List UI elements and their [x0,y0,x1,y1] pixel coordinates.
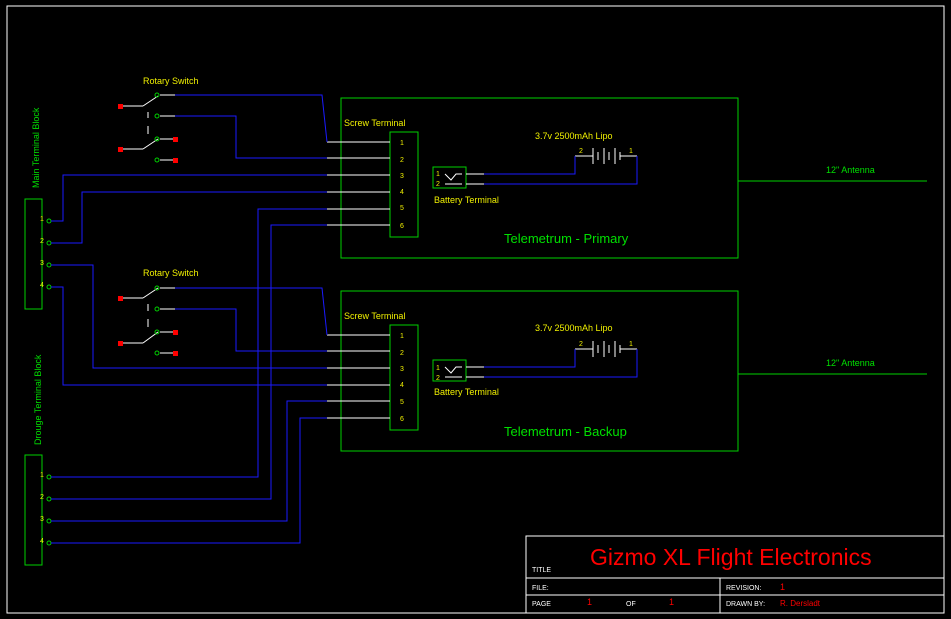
battery-terminal-primary-label: Battery Terminal [434,195,499,205]
screw-terminal-backup [389,324,419,431]
title-label: TITLE [532,567,551,574]
main-terminal-block: Main Terminal Block 1 2 3 4 [24,107,52,310]
screw-terminal-backup-pins: 1 2 3 4 5 6 [400,333,404,423]
battery-backup-symbol [575,341,637,357]
drogue-pin-2: 2 [40,494,44,501]
battery-terminal-backup-label: Battery Terminal [434,387,499,397]
screw-backup-pin-5: 5 [400,399,404,406]
main-pin-1: 1 [40,216,44,223]
screw-terminal-primary [389,131,419,238]
screw-primary-pin-5: 5 [400,205,404,212]
battery-terminal-primary-pin-2: 2 [436,181,440,188]
rotary-switch-backup: Rotary Switch [118,268,199,356]
battery-backup-pin-1: 1 [629,341,633,348]
battery-backup-pin-2: 2 [579,341,583,348]
rotary-switch-primary-label: Rotary Switch [143,76,199,86]
screw-primary-pin-2: 2 [400,157,404,164]
battery-backup-label: 3.7v 2500mAh Lipo [535,323,613,333]
screw-backup-pin-2: 2 [400,350,404,357]
of-value: 1 [669,597,674,607]
drawing-border [6,5,945,614]
revision-label: REVISION: [726,585,761,592]
drogue-pin-3: 3 [40,516,44,523]
drogue-terminal-block-label: Drouge Terminal Block [33,354,43,445]
screw-backup-pin-3: 3 [400,366,404,373]
screw-terminal-backup-label: Screw Terminal [344,311,405,321]
screw-primary-pin-1: 1 [400,140,404,147]
main-terminal-block-label: Main Terminal Block [31,107,41,188]
antenna-backup-label: 12" Antenna [826,358,875,368]
battery-primary-pin-1: 1 [629,148,633,155]
screw-primary-pin-6: 6 [400,223,404,230]
telemetrum-primary-label: Telemetrum - Primary [504,231,629,246]
antenna-primary: 12" Antenna [738,165,927,182]
drogue-pin-4: 4 [40,538,44,545]
main-pin-4: 4 [40,282,44,289]
battery-terminal-backup-pin-1: 1 [436,365,440,372]
of-label: OF [626,601,636,608]
screw-backup-pin-6: 6 [400,416,404,423]
telemetrum-backup: Telemetrum - Backup Screw Terminal 1 2 3… [327,290,739,452]
drawing-title: Gizmo XL Flight Electronics [590,544,872,570]
main-pin-3: 3 [40,260,44,267]
battery-primary-symbol [575,148,637,164]
main-pin-2: 2 [40,238,44,245]
screw-backup-pin-1: 1 [400,333,404,340]
page-label: PAGE [532,601,551,608]
wiring [51,94,638,544]
telemetrum-primary: Telemetrum - Primary Screw Terminal 1 2 … [327,97,739,259]
battery-terminal-primary [432,166,467,189]
revision-value: 1 [780,582,785,592]
screw-terminal-primary-label: Screw Terminal [344,118,405,128]
drawn-by-label: DRAWN BY: [726,601,765,608]
page-value: 1 [587,597,592,607]
screw-terminal-primary-pins: 1 2 3 4 5 6 [400,140,404,230]
telemetrum-backup-label: Telemetrum - Backup [504,424,627,439]
screw-primary-pin-3: 3 [400,173,404,180]
file-label: FILE: [532,585,549,592]
battery-primary-label: 3.7v 2500mAh Lipo [535,131,613,141]
battery-terminal-backup-pin-2: 2 [436,375,440,382]
battery-terminal-backup [432,359,467,382]
screw-primary-pin-4: 4 [400,189,404,196]
battery-primary-pin-2: 2 [579,148,583,155]
screw-backup-pin-4: 4 [400,382,404,389]
battery-terminal-primary-pin-1: 1 [436,171,440,178]
antenna-backup: 12" Antenna [738,358,927,375]
drogue-pin-1: 1 [40,472,44,479]
rotary-switch-primary: Rotary Switch [118,76,199,163]
antenna-primary-label: 12" Antenna [826,165,875,175]
drawn-by-value: R. Dersladt [780,599,821,608]
rotary-switch-backup-label: Rotary Switch [143,268,199,278]
title-block: TITLE Gizmo XL Flight Electronics FILE: … [525,535,945,614]
drogue-terminal-block: Drouge Terminal Block 1 2 3 4 [24,354,52,566]
